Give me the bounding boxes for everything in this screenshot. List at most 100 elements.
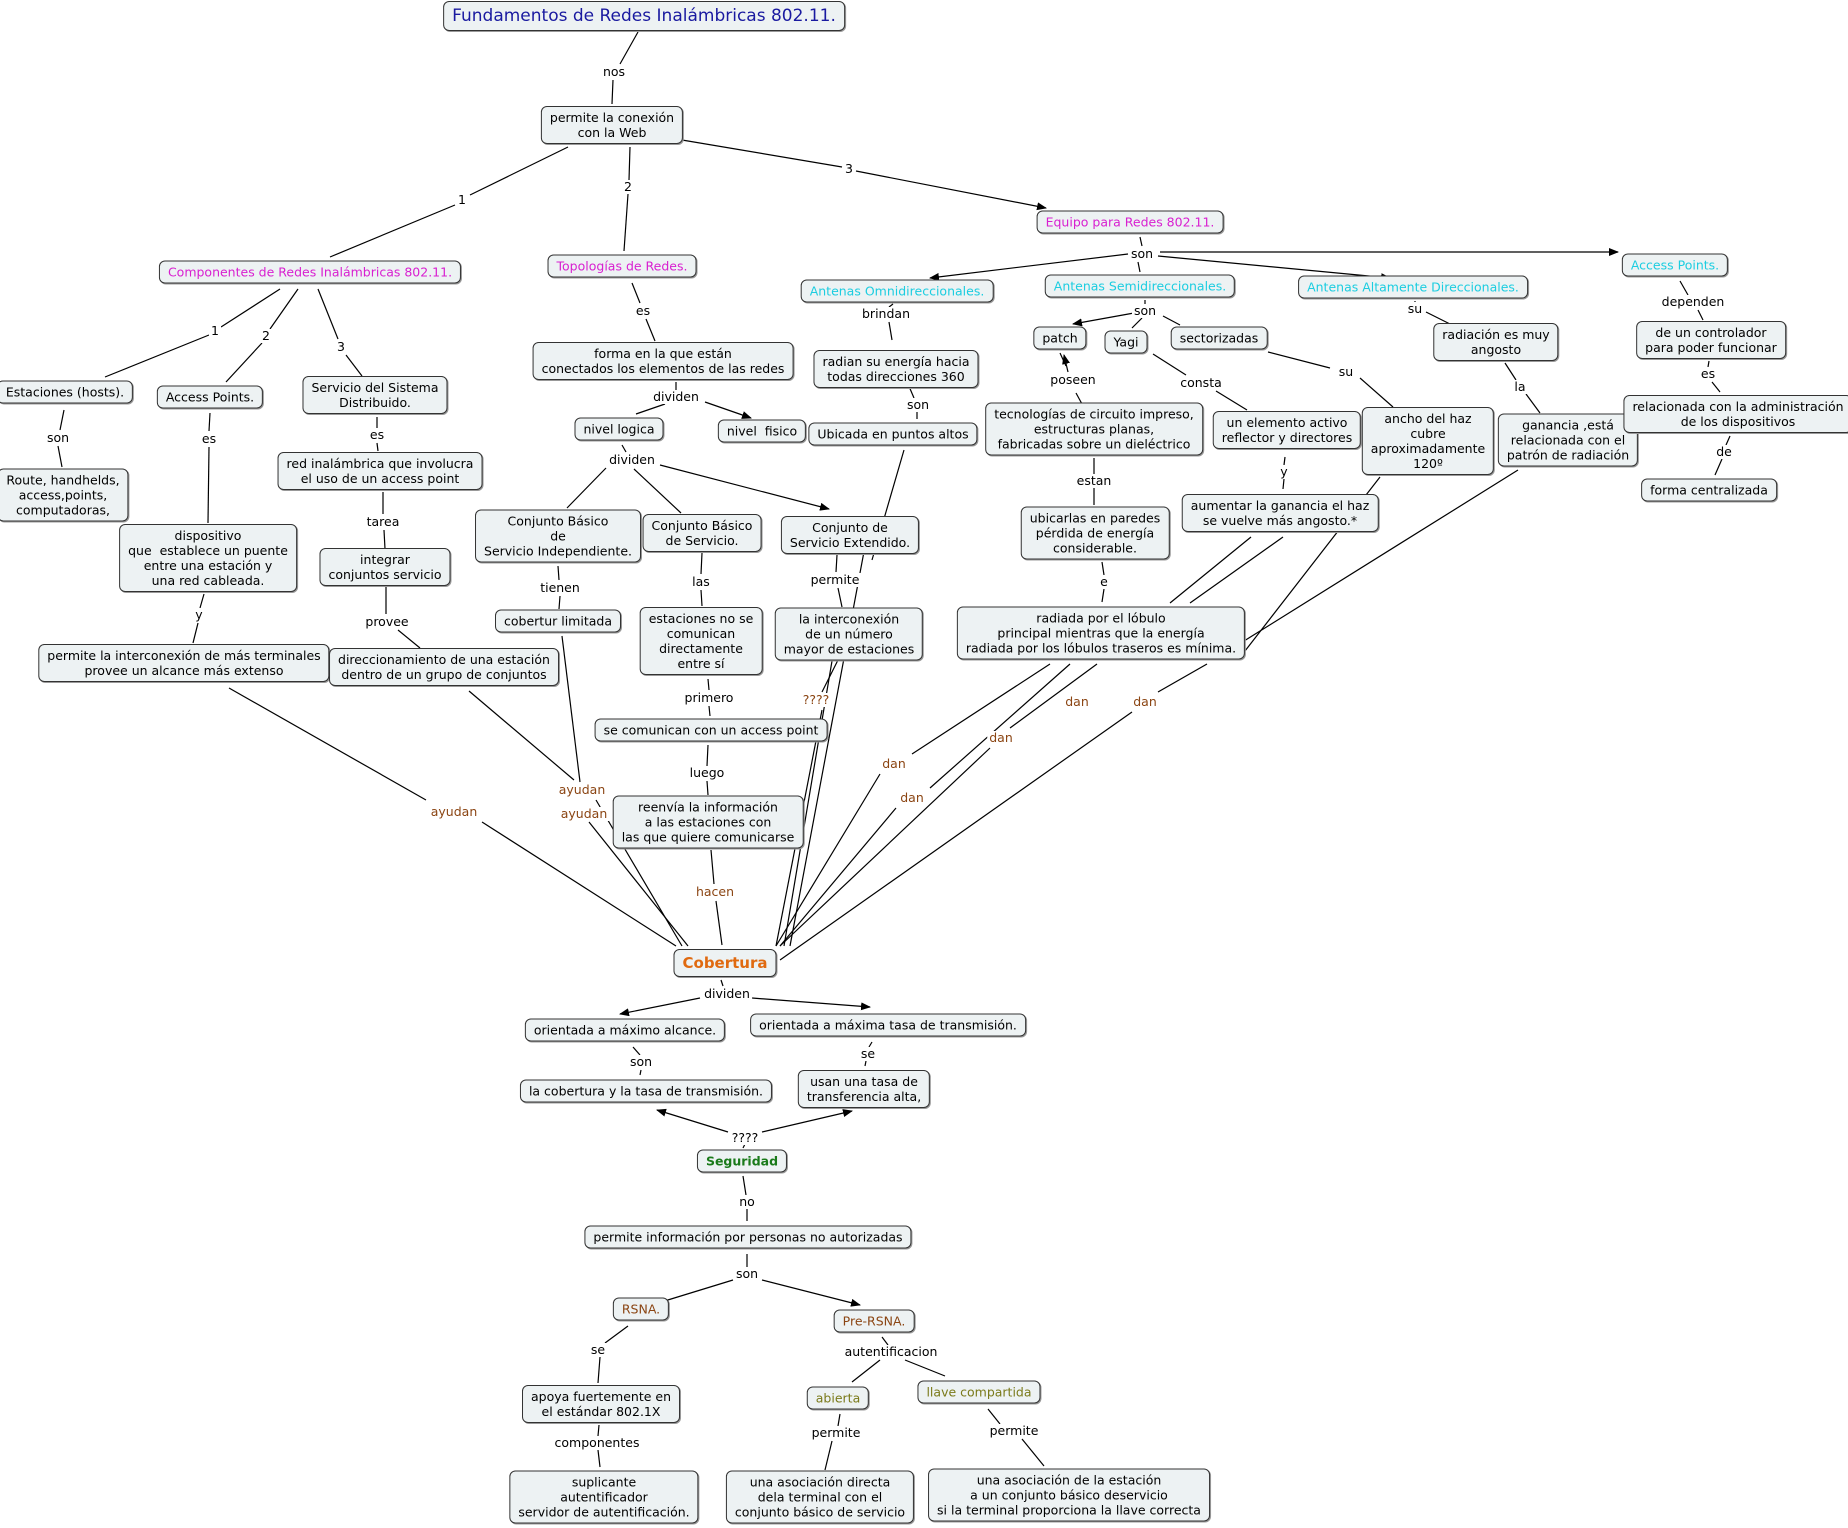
concept-node-suplicante: suplicante autentificador servidor de au… (509, 1470, 699, 1524)
concept-node-dispositivo: dispositivo que establece un puente entr… (119, 524, 297, 592)
link-label: primero (682, 690, 736, 705)
concept-node-usan: usan una tasa de transferencia alta, (797, 1070, 931, 1108)
concept-node-radiada: radiada por el lóbulo principal mientras… (956, 606, 1246, 660)
link-label: es (199, 431, 219, 446)
link-label: 2 (622, 179, 634, 194)
link-label: dan (1131, 694, 1159, 709)
concept-node-direcc: direccionamiento de una estación dentro … (329, 648, 559, 686)
concept-node-permiteinf: permite información por personas no auto… (584, 1225, 912, 1249)
link-label: son (733, 1266, 761, 1281)
link-label: y (1278, 464, 1290, 479)
concept-node-centralizada: forma centralizada (1641, 478, 1777, 502)
concept-node-lacob: la cobertura y la tasa de transmisión. (519, 1079, 773, 1103)
link-label: son (904, 397, 932, 412)
concept-node-aumentar: aumentar la ganancia el haz se vuelve má… (1181, 494, 1379, 532)
concept-node-cbsi: Conjunto Básico de Servicio Independient… (475, 509, 641, 563)
link-label: e (1098, 574, 1110, 589)
concept-node-llave: llave compartida (917, 1380, 1041, 1404)
concept-node-yagi: Yagi (1104, 330, 1148, 354)
link-label: se (588, 1342, 608, 1357)
link-label: 3 (335, 339, 347, 354)
concept-node-radmuy: radiación es muy angosto (1433, 323, 1559, 361)
concept-node-sector: sectorizadas (1170, 326, 1268, 350)
link-label: dan (880, 756, 908, 771)
concept-node-seguridad: Seguridad (696, 1149, 788, 1173)
link-label: y (193, 607, 205, 622)
link-label: dan (898, 790, 926, 805)
concept-node-ap2: Access Points. (1621, 253, 1729, 277)
concept-node-sds: Servicio del Sistema Distribuido. (302, 376, 448, 414)
link-label: ayudan (556, 782, 608, 797)
concept-node-controlador: de un controlador para poder funcionar (1636, 321, 1786, 359)
link-label: ayudan (558, 806, 610, 821)
link-label: su (1405, 301, 1425, 316)
link-label: dependen (1659, 294, 1727, 309)
concept-node-nocom: estaciones no se comunican directamente … (639, 607, 763, 675)
concept-node-cse: Conjunto de Servicio Extendido. (780, 516, 920, 554)
link-label: 1 (209, 323, 221, 338)
concept-node-redinal: red inalámbrica que involucra el uso de … (277, 452, 483, 490)
link-label: ???? (729, 1130, 761, 1145)
link-label: dividen (607, 452, 657, 467)
link-label: son (44, 430, 72, 445)
concept-node-fisico: nivel fisico (717, 419, 807, 443)
link-label: es (633, 303, 653, 318)
concept-node-ubicada: Ubicada en puntos altos (808, 422, 978, 446)
link-label: no (737, 1194, 757, 1209)
concept-node-seap: se comunican con un access point (594, 718, 828, 742)
link-label: dan (1063, 694, 1091, 709)
link-label: nos (600, 64, 628, 79)
link-label: son (1128, 246, 1156, 261)
concept-node-maxalc: orientada a máximo alcance. (524, 1018, 726, 1042)
concept-node-adminis: relacionada con la administración de los… (1623, 395, 1848, 433)
concept-node-ubicarlas: ubicarlas en paredes pérdida de energía … (1020, 506, 1170, 560)
concept-node-radian: radian su energía hacia todas direccione… (813, 350, 979, 388)
link-label: dividen (651, 389, 701, 404)
concept-node-semi: Antenas Semidireccionales. (1044, 274, 1236, 298)
link-label: tienen (538, 580, 582, 595)
link-label: las (690, 574, 712, 589)
concept-node-ancho: ancho del haz cubre aproximadamente 120º (1361, 407, 1495, 475)
concept-node-prersna: Pre-RSNA. (833, 1309, 915, 1333)
link-label: son (627, 1054, 655, 1069)
concept-node-cobertura: Cobertura (673, 949, 777, 977)
link-label: su (1336, 364, 1356, 379)
concept-node-maxtasa: orientada a máxima tasa de transmisión. (750, 1013, 1026, 1037)
concept-node-ap1: Access Points. (156, 385, 264, 409)
link-label: la (1512, 379, 1528, 394)
concept-node-abierta: abierta (806, 1386, 870, 1410)
link-label: consta (1178, 375, 1224, 390)
link-label: poseen (1048, 372, 1098, 387)
concept-node-equipo: Equipo para Redes 802.11. (1036, 210, 1224, 234)
concept-node-integrar: integrar conjuntos servicio (319, 548, 451, 586)
concept-node-cbs: Conjunto Básico de Servicio. (642, 514, 762, 552)
link-label: brindan (860, 306, 912, 321)
concept-node-rsna: RSNA. (612, 1297, 670, 1321)
link-label: son (1131, 303, 1159, 318)
link-label: provee (363, 614, 411, 629)
link-label: componentes (552, 1435, 642, 1450)
link-label: dan (987, 730, 1015, 745)
concept-node-permiteint: permite la interconexión de más terminal… (38, 644, 330, 682)
concept-node-tecno: tecnologías de circuito impreso, estruct… (985, 402, 1203, 456)
link-label: ayudan (428, 804, 480, 819)
link-label: ???? (800, 692, 832, 707)
concept-node-apoya: apoya fuertemente en el estándar 802.1X (522, 1385, 680, 1423)
concept-node-componentes: Componentes de Redes Inalámbricas 802.11… (158, 260, 462, 284)
concept-node-interc: la interconexión de un número mayor de e… (774, 607, 924, 661)
concept-node-altam: Antenas Altamente Direccionales. (1298, 275, 1528, 299)
link-label: permite (809, 1425, 863, 1440)
concept-node-route: Route, handhelds, access,points, computa… (0, 468, 129, 522)
concept-node-asocest: una asociación de la estación a un conju… (928, 1468, 1210, 1522)
concept-node-omni: Antenas Omnidireccionales. (800, 279, 994, 303)
link-label: tarea (364, 514, 402, 529)
concept-node-patch: patch (1033, 326, 1087, 350)
concept-node-ganancia: ganancia ,está relacionada con el patrón… (1497, 413, 1639, 467)
link-label: se (858, 1046, 878, 1061)
link-label: autentificacion (842, 1344, 940, 1359)
concept-node-title: Fundamentos de Redes Inalámbricas 802.11… (443, 1, 845, 31)
concept-node-reenvia: reenvía la información a las estaciones … (612, 795, 804, 849)
link-label: es (1698, 366, 1718, 381)
link-label: permite (808, 572, 862, 587)
